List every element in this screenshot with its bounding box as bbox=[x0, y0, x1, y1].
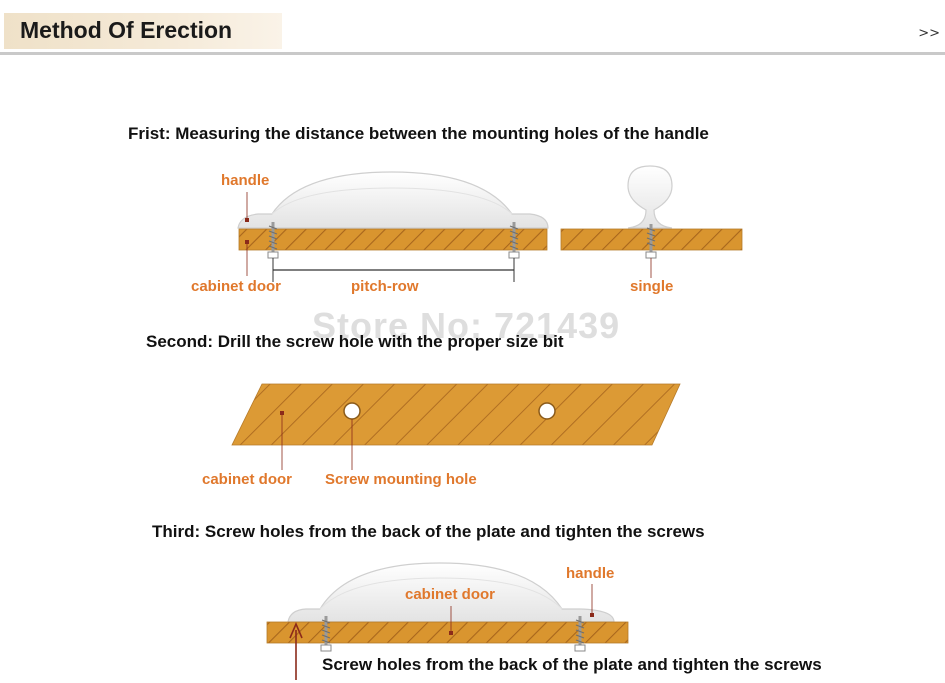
label-handle-3: handle bbox=[566, 565, 615, 582]
header-bar bbox=[0, 10, 945, 55]
handle-shape-step3 bbox=[287, 562, 615, 623]
arrow-up-icon bbox=[289, 621, 303, 680]
label-handle-1: handle bbox=[221, 172, 270, 189]
step2-title: Second: Drill the screw hole with the pr… bbox=[146, 332, 564, 351]
screw-step3-right bbox=[574, 616, 586, 652]
label-cabinet-door-1: cabinet door bbox=[191, 278, 282, 295]
single-knob-shape bbox=[627, 165, 673, 229]
label-pitch-row: pitch-row bbox=[351, 278, 419, 295]
cabinet-door-board bbox=[238, 228, 548, 251]
label-screw-hole: Screw mounting hole bbox=[325, 471, 477, 488]
step3-caption: Screw holes from the back of the plate a… bbox=[322, 655, 822, 674]
screw-step3-left bbox=[320, 616, 332, 652]
step1-title: Frist: Measuring the distance between th… bbox=[128, 124, 709, 143]
drilled-door-board bbox=[231, 383, 681, 446]
store-watermark: Store No: 721439 bbox=[312, 305, 621, 346]
drill-hole-right bbox=[538, 402, 556, 420]
more-link[interactable]: >> bbox=[918, 26, 940, 41]
page-title: Method Of Erection bbox=[20, 17, 233, 43]
drill-hole-left bbox=[343, 402, 361, 420]
cabinet-door-board-step3 bbox=[266, 621, 629, 644]
handle-shape bbox=[237, 171, 549, 229]
label-single: single bbox=[630, 278, 674, 295]
header-tab bbox=[4, 13, 282, 49]
label-cabinet-door-3: cabinet door bbox=[405, 586, 496, 603]
step3-title: Third: Screw holes from the back of the … bbox=[152, 522, 705, 541]
label-cabinet-door-2: cabinet door bbox=[202, 471, 293, 488]
